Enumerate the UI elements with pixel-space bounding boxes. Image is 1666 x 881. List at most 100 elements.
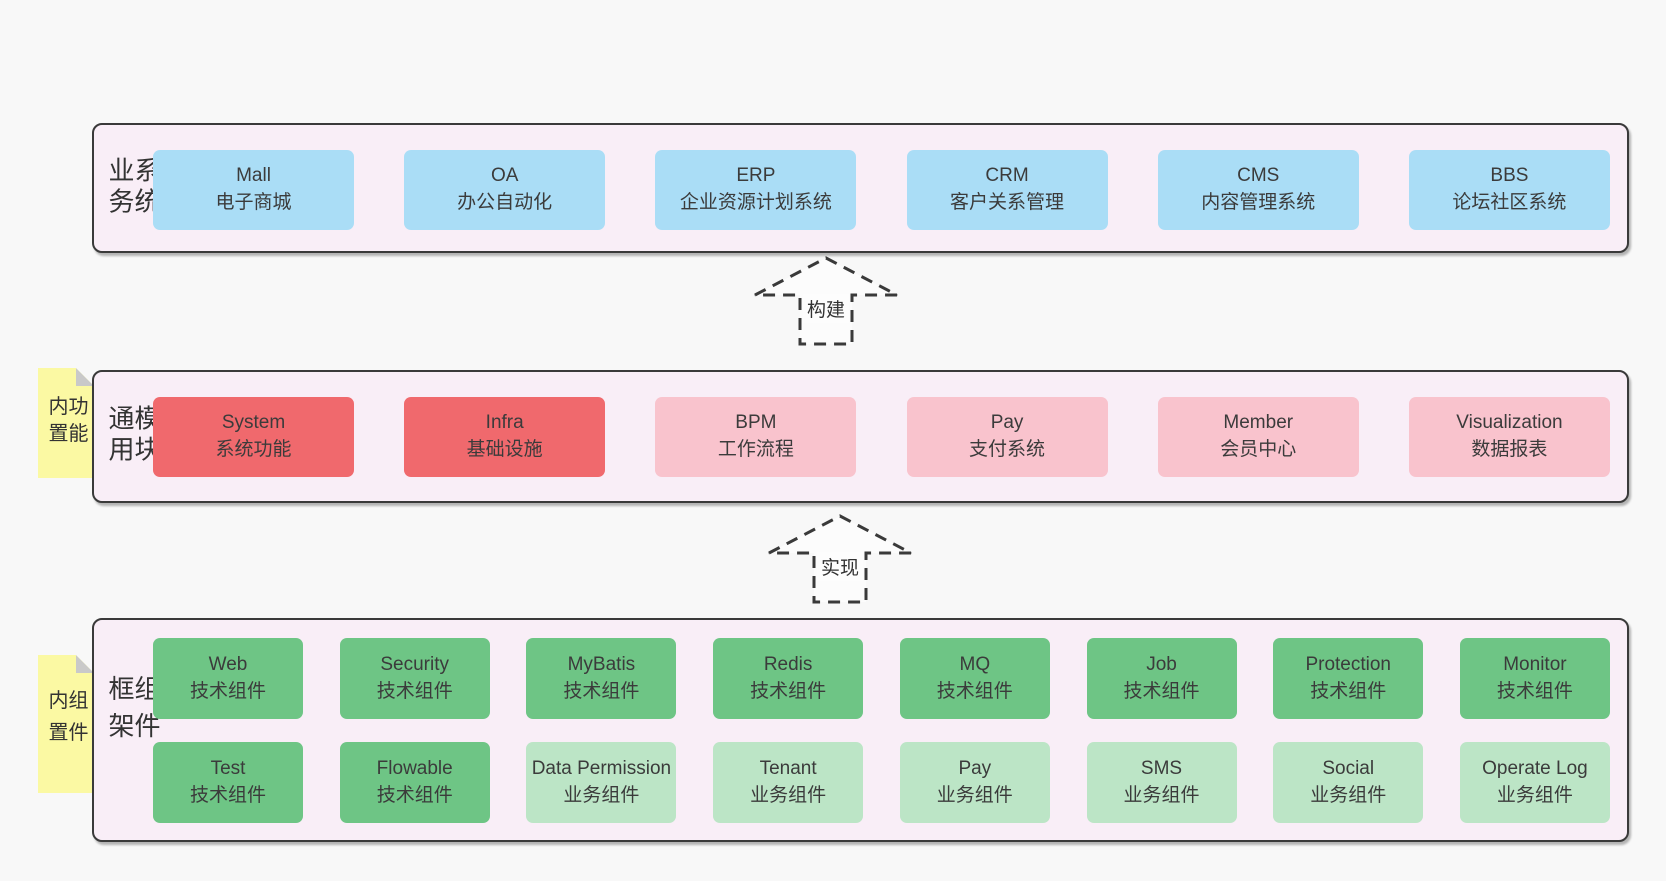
box-title: Monitor: [1503, 653, 1567, 675]
box-security: Security 技术组件: [339, 638, 490, 719]
box-mall: Mall 电子商城: [153, 150, 354, 230]
box-mq: MQ 技术组件: [899, 638, 1050, 719]
box-crm: CRM 客户关系管理: [906, 150, 1108, 230]
box-subtitle: 技术组件: [1123, 680, 1200, 702]
section-side-label: 通用模块: [105, 404, 161, 467]
framework-box-row-2: Test 技术组件 Flowable 技术组件 Data Permission …: [153, 742, 1610, 823]
box-subtitle: 内容管理系统: [1201, 192, 1316, 213]
box-subtitle: 业务组件: [1496, 784, 1573, 806]
box-subtitle: 支付系统: [969, 439, 1046, 460]
sticky-note-built-in-features: 内置功能: [38, 368, 94, 478]
box-oa: OA 办公自动化: [404, 150, 606, 230]
box-title: Protection: [1305, 653, 1391, 675]
arrow-label: 构建: [802, 294, 850, 323]
box-social: Social 业务组件: [1273, 742, 1424, 823]
box-title: CMS: [1237, 165, 1280, 187]
box-title: BPM: [735, 412, 777, 434]
section-framework-components: 框架组件 Web 技术组件 Security 技术组件 MyBatis 技术组件…: [92, 618, 1629, 842]
section-common-modules: 通用模块 System 系统功能 Infra 基础设施 BPM 工作流程 Pay…: [92, 370, 1629, 503]
box-subtitle: 技术组件: [563, 680, 640, 702]
box-subtitle: 电子商城: [215, 192, 292, 213]
arrow-label: 实现: [816, 552, 864, 581]
box-title: Pay: [990, 412, 1024, 434]
box-subtitle: 技术组件: [750, 680, 827, 702]
box-pay-system: Pay 支付系统: [906, 397, 1108, 477]
box-title: Tenant: [759, 757, 817, 779]
framework-box-row-1: Web 技术组件 Security 技术组件 MyBatis 技术组件 Redi…: [153, 638, 1610, 719]
box-cms: CMS 内容管理系统: [1157, 150, 1359, 230]
sticky-note-label: 内置功能: [45, 395, 87, 450]
box-job: Job 技术组件: [1086, 638, 1237, 719]
box-mybatis: MyBatis 技术组件: [526, 638, 677, 719]
box-bpm: BPM 工作流程: [655, 397, 857, 477]
common-box-row: System 系统功能 Infra 基础设施 BPM 工作流程 Pay 支付系统…: [153, 397, 1610, 477]
box-flowable: Flowable 技术组件: [339, 742, 490, 823]
box-subtitle: 技术组件: [936, 680, 1013, 702]
box-subtitle: 工作流程: [717, 439, 794, 460]
box-subtitle: 技术组件: [1496, 680, 1573, 702]
sticky-note-label: 内置组件: [45, 689, 87, 754]
box-operate-log: Operate Log 业务组件: [1459, 742, 1610, 823]
box-title: Web: [208, 653, 248, 675]
box-subtitle: 业务组件: [750, 784, 827, 806]
box-title: SMS: [1140, 757, 1183, 779]
box-subtitle: 数据报表: [1471, 439, 1548, 460]
box-subtitle: 客户关系管理: [950, 192, 1065, 213]
box-subtitle: 基础设施: [466, 439, 543, 460]
box-title: MyBatis: [567, 653, 636, 675]
box-subtitle: 技术组件: [376, 680, 453, 702]
box-subtitle: 企业资源计划系统: [679, 192, 832, 213]
section-side-label: 框架组件: [105, 675, 161, 749]
box-title: Operate Log: [1482, 757, 1588, 779]
box-title: ERP: [736, 165, 776, 187]
dashed-up-arrow-implement: 实现: [766, 513, 914, 605]
box-member: Member 会员中心: [1157, 397, 1359, 477]
box-visualization: Visualization 数据报表: [1408, 397, 1610, 477]
box-subtitle: 技术组件: [189, 680, 266, 702]
box-tenant: Tenant 业务组件: [713, 742, 864, 823]
sticky-note-built-in-components: 内置组件: [38, 655, 94, 793]
box-subtitle: 技术组件: [189, 784, 266, 806]
box-subtitle: 技术组件: [1310, 680, 1387, 702]
box-protection: Protection 技术组件: [1273, 638, 1424, 719]
box-web: Web 技术组件: [153, 638, 303, 719]
box-title: System: [221, 412, 286, 434]
box-subtitle: 业务组件: [1310, 784, 1387, 806]
box-redis: Redis 技术组件: [713, 638, 864, 719]
box-title: Visualization: [1456, 412, 1563, 434]
box-title: Mall: [236, 165, 271, 187]
section-business-systems: 业务系统 Mall 电子商城 OA 办公自动化 ERP 企业资源计划系统 CRM…: [92, 123, 1629, 253]
box-title: Job: [1146, 653, 1177, 675]
box-erp: ERP 企业资源计划系统: [655, 150, 857, 230]
box-subtitle: 业务组件: [563, 784, 640, 806]
box-pay-component: Pay 业务组件: [899, 742, 1050, 823]
box-title: Social: [1322, 757, 1375, 779]
box-subtitle: 技术组件: [376, 784, 453, 806]
box-subtitle: 业务组件: [936, 784, 1013, 806]
box-subtitle: 会员中心: [1220, 439, 1297, 460]
box-title: Infra: [485, 412, 524, 434]
box-title: Pay: [958, 757, 992, 779]
box-title: Data Permission: [531, 757, 672, 779]
box-title: CRM: [985, 165, 1029, 187]
box-title: Test: [210, 757, 246, 779]
section-side-label: 业务系统: [105, 156, 161, 219]
box-title: BBS: [1490, 165, 1529, 187]
box-title: MQ: [959, 653, 991, 675]
box-title: Flowable: [376, 757, 453, 779]
box-bbs: BBS 论坛社区系统: [1408, 150, 1610, 230]
box-title: Security: [380, 653, 450, 675]
box-title: Redis: [763, 653, 813, 675]
box-data-permission: Data Permission 业务组件: [526, 742, 677, 823]
box-monitor: Monitor 技术组件: [1459, 638, 1610, 719]
box-subtitle: 业务组件: [1123, 784, 1200, 806]
box-test: Test 技术组件: [153, 742, 303, 823]
box-infra: Infra 基础设施: [404, 397, 606, 477]
box-sms: SMS 业务组件: [1086, 742, 1237, 823]
box-subtitle: 系统功能: [215, 439, 292, 460]
box-subtitle: 论坛社区系统: [1452, 192, 1567, 213]
box-system: System 系统功能: [153, 397, 354, 477]
business-box-row: Mall 电子商城 OA 办公自动化 ERP 企业资源计划系统 CRM 客户关系…: [153, 150, 1610, 230]
box-title: OA: [490, 165, 519, 187]
